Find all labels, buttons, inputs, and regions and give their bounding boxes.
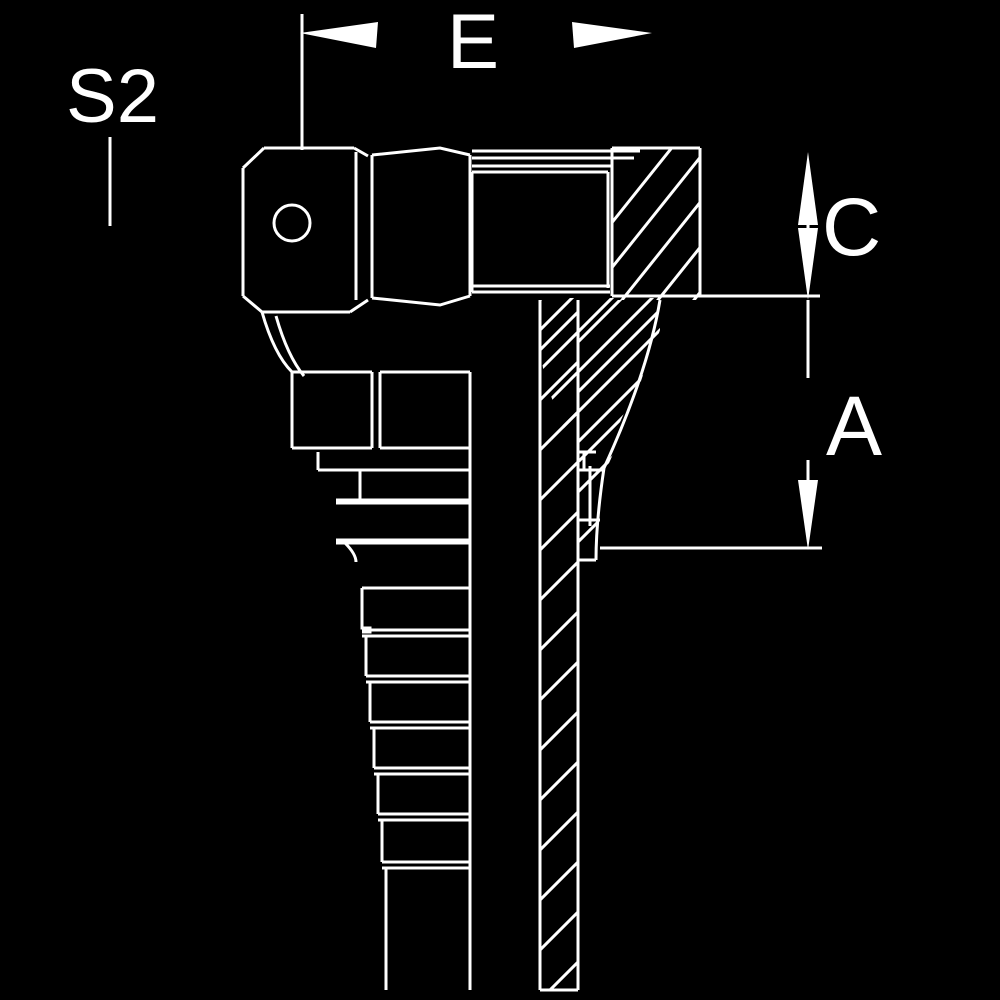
dimension-a: A	[600, 300, 882, 550]
flange-outline-upper	[610, 146, 702, 296]
dimension-e: E	[300, 0, 652, 150]
hose-barb	[336, 470, 472, 990]
stem-column-outline	[538, 300, 580, 992]
part-code-group: S2	[66, 54, 159, 226]
collar-step	[316, 448, 472, 472]
stem-taper-outline	[578, 299, 662, 562]
e-left-arrowhead	[300, 22, 378, 48]
a-down-arrowhead	[798, 480, 818, 550]
flange-hatch-upper	[612, 148, 700, 300]
flange-hatch-v-wedge	[540, 298, 660, 470]
part-code-label: S2	[66, 54, 159, 139]
e-right-arrowhead	[572, 22, 652, 48]
c-down-arrowhead	[798, 228, 818, 300]
dimension-c: C	[612, 152, 881, 300]
dimension-e-label: E	[447, 0, 499, 85]
dimension-c-label: C	[822, 182, 881, 273]
dimension-a-label: A	[826, 379, 882, 473]
stem-step-notch	[578, 450, 596, 470]
stem-column-hatch	[540, 300, 578, 990]
bore-thread-lines	[470, 149, 640, 294]
hex-nut-body	[241, 146, 374, 314]
c-up-arrowhead	[798, 152, 818, 225]
nut-skirt	[260, 311, 472, 450]
hex-through-hole	[272, 203, 312, 243]
hex-nut-right-lobe	[371, 146, 472, 307]
